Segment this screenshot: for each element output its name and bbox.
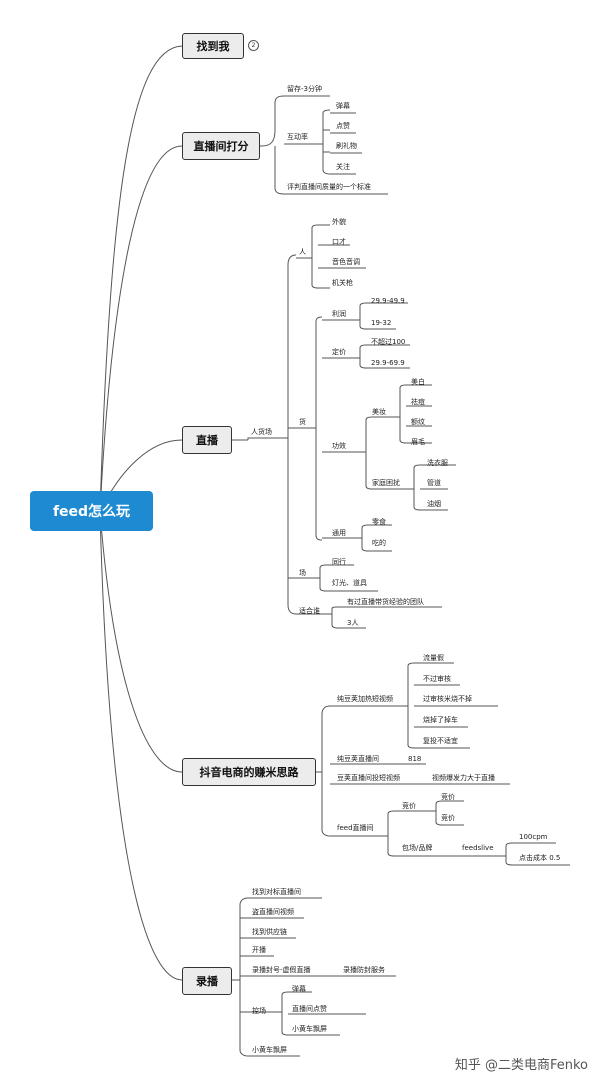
node-818[interactable]: 818	[408, 755, 422, 763]
node-goods[interactable]: 货	[299, 418, 306, 426]
root-topic[interactable]: feed怎么玩	[30, 491, 153, 531]
node-bid[interactable]: 竞价	[402, 802, 416, 810]
node-peer[interactable]: 同行	[332, 558, 346, 566]
node-fake-traffic[interactable]: 流量假	[423, 654, 444, 662]
node-looks[interactable]: 外貌	[332, 218, 346, 226]
node-effect[interactable]: 功效	[332, 442, 346, 450]
node-supply-chain[interactable]: 找到供应链	[252, 928, 287, 936]
node-acne[interactable]: 祛痘	[411, 398, 425, 406]
node-forehead-lines[interactable]: 额纹	[411, 418, 425, 426]
node-danmu[interactable]: 弹幕	[336, 102, 350, 110]
watermark: 知乎 @二类电商Fenko	[454, 1058, 588, 1073]
node-profit-2[interactable]: 19-32	[371, 319, 392, 327]
node-food[interactable]: 吃的	[372, 539, 386, 547]
node-profit[interactable]: 利润	[332, 310, 346, 318]
node-ban-fake-live[interactable]: 录播封号-虚假直播	[252, 966, 311, 974]
node-pure-video[interactable]: 纯豆荚加热短视频	[337, 695, 393, 703]
branch-live[interactable]: 直播	[182, 426, 232, 454]
node-snack[interactable]: 零食	[372, 518, 386, 526]
node-machine-gun[interactable]: 机关枪	[332, 279, 353, 287]
node-start-live[interactable]: 开播	[252, 946, 266, 954]
node-fume[interactable]: 油烟	[427, 500, 441, 508]
node-find-benchmark[interactable]: 找到对标直播间	[252, 888, 301, 896]
node-interact-rate[interactable]: 互动率	[287, 133, 308, 141]
node-person[interactable]: 人	[299, 248, 306, 256]
node-team[interactable]: 有过直播带货经验的团队	[347, 598, 424, 606]
node-pricing-1[interactable]: 不超过100	[371, 338, 406, 346]
node-click-cost[interactable]: 点击成本 0.5	[519, 854, 561, 862]
node-voice[interactable]: 音色音调	[332, 258, 360, 266]
node-suitable[interactable]: 适合谁	[299, 607, 320, 615]
node-feedslive[interactable]: feedslive	[462, 844, 494, 852]
node-rhc[interactable]: 人货场	[251, 428, 272, 436]
node-lighting[interactable]: 灯光、道具	[332, 579, 367, 587]
node-home[interactable]: 家庭困扰	[372, 479, 400, 487]
node-pricing-2[interactable]: 29.9-69.9	[371, 359, 405, 367]
node-steal-video[interactable]: 盗直播间视频	[252, 908, 294, 916]
node-follow[interactable]: 关注	[336, 163, 350, 171]
node-standard[interactable]: 评判直播间质量的一个标准	[287, 183, 371, 191]
branch-live-room-score[interactable]: 直播间打分	[182, 132, 260, 160]
node-control[interactable]: 控场	[252, 1007, 266, 1015]
node-video-burst[interactable]: 视频爆发力大于直播	[432, 774, 495, 782]
node-retain[interactable]: 留存-3分钟	[287, 85, 322, 93]
branch-recorded[interactable]: 录播	[182, 967, 232, 995]
node-bid-2[interactable]: 竞价	[441, 814, 455, 822]
node-approved-unspent[interactable]: 过审核米烧不掉	[423, 695, 472, 703]
node-like[interactable]: 点赞	[336, 122, 350, 130]
node-anti-ban[interactable]: 录播防封服务	[343, 966, 385, 974]
node-eloquence[interactable]: 口才	[332, 238, 346, 246]
node-gift[interactable]: 刷礼物	[336, 142, 357, 150]
node-pipe[interactable]: 管道	[427, 479, 441, 487]
node-cart-float[interactable]: 小黄车飘屏	[252, 1046, 287, 1054]
node-eyebrow[interactable]: 眉毛	[411, 438, 425, 446]
node-cpm[interactable]: 100cpm	[519, 833, 548, 841]
node-control-like[interactable]: 直播间点赞	[292, 1005, 327, 1013]
branch-find-me[interactable]: 找到我	[182, 33, 244, 59]
node-pricing[interactable]: 定价	[332, 348, 346, 356]
node-spent-dropped[interactable]: 烧掉了掉车	[423, 716, 458, 724]
node-bid-1[interactable]: 竞价	[441, 793, 455, 801]
node-general[interactable]: 通用	[332, 529, 346, 537]
node-reinvest-unfit[interactable]: 复投不适宜	[423, 737, 458, 745]
node-feed-live[interactable]: feed直播间	[337, 824, 374, 832]
node-venue[interactable]: 场	[299, 569, 306, 577]
collapsed-count-badge[interactable]: 2	[248, 40, 259, 51]
node-control-cart[interactable]: 小黄车飘屏	[292, 1025, 327, 1033]
node-laundry[interactable]: 洗衣服	[427, 459, 448, 467]
node-whitening[interactable]: 美白	[411, 378, 425, 386]
node-beauty[interactable]: 美妆	[372, 408, 386, 416]
node-pure-live[interactable]: 纯豆荚直播间	[337, 755, 379, 763]
node-brand[interactable]: 包场/品牌	[402, 844, 433, 852]
node-not-approved[interactable]: 不过审核	[423, 675, 451, 683]
node-dou-live-video[interactable]: 豆荚直播间投短视频	[337, 774, 400, 782]
branch-douyin-earning[interactable]: 抖音电商的赚米思路	[182, 758, 316, 786]
node-control-danmu[interactable]: 弹幕	[292, 985, 306, 993]
node-profit-1[interactable]: 29.9-49.9	[371, 297, 405, 305]
node-three-people[interactable]: 3人	[347, 619, 359, 627]
